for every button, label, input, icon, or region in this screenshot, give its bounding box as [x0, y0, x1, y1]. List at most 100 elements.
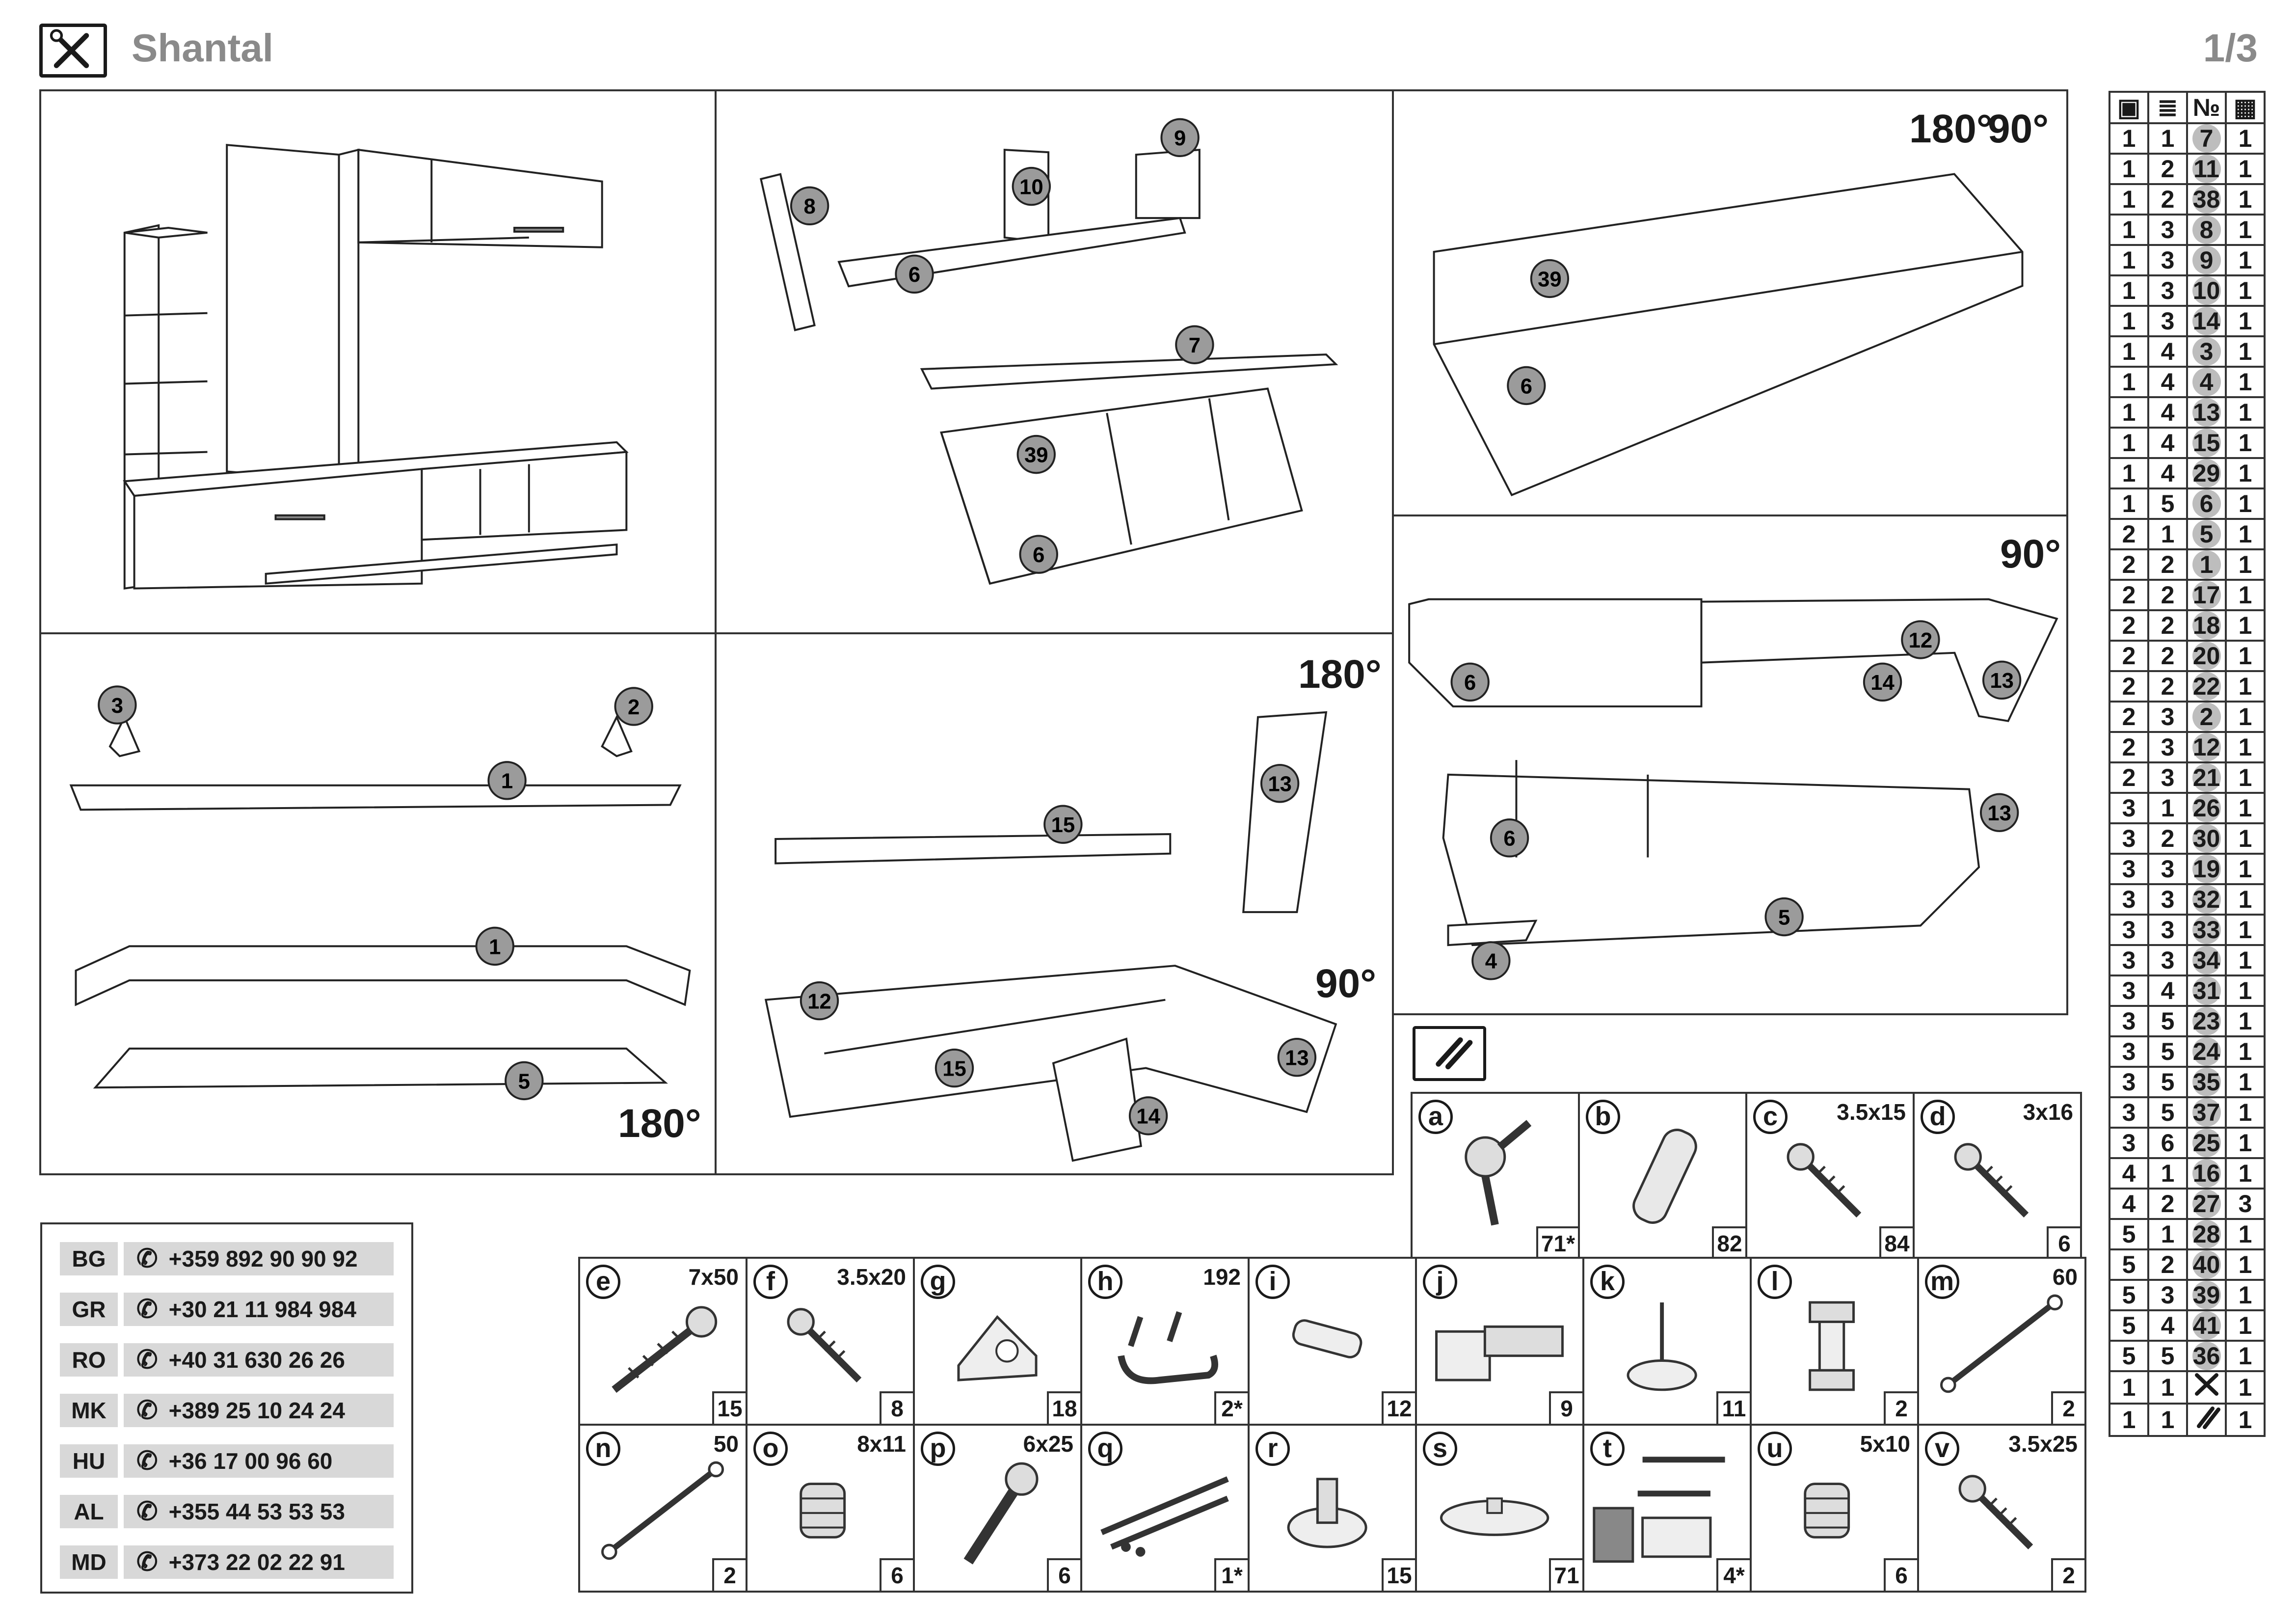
- glide-nail-icon: [1627, 1302, 1697, 1391]
- hardware-quantity: 15: [1382, 1558, 1415, 1591]
- hardware-quantity: 6: [1047, 1558, 1080, 1591]
- hardware-icon: [1413, 1026, 1486, 1081]
- part-label: 3: [111, 694, 123, 718]
- hardware-quantity: 2: [1884, 1391, 1917, 1424]
- phone-text: +389 25 10 24 24: [168, 1398, 345, 1423]
- phone-text: +30 21 11 984 984: [168, 1297, 357, 1322]
- part-label: 39: [1538, 268, 1561, 291]
- parts-cell: 5: [2147, 1096, 2188, 1129]
- rotate-indicator: 90°: [1315, 961, 1377, 1006]
- part-label: 6: [908, 263, 920, 287]
- phone-number[interactable]: ✆+359 892 90 90 92: [124, 1242, 394, 1275]
- part-number: 10: [2186, 274, 2227, 307]
- parts-cell: 1: [2225, 335, 2266, 368]
- parts-cell: 4: [2147, 1309, 2188, 1342]
- parts-cell: 1: [2109, 153, 2149, 185]
- part-number: 20: [2186, 640, 2227, 672]
- phone-number[interactable]: ✆+389 25 10 24 24: [124, 1394, 394, 1427]
- part-number: 34: [2186, 944, 2227, 976]
- part-number: 22: [2186, 670, 2227, 703]
- parts-cell: 1: [2109, 244, 2149, 276]
- bolt-icon: [963, 1462, 1039, 1565]
- hardware-quantity: 2*: [1214, 1391, 1248, 1424]
- parts-cell: 1: [2225, 305, 2266, 337]
- parts-cell: 4: [2147, 974, 2188, 1007]
- part-number: 2: [2186, 701, 2227, 733]
- parts-cell: 3: [2109, 914, 2149, 946]
- page-number: 1/3: [2203, 26, 2258, 70]
- drawer-slide-icon: [1100, 1476, 1229, 1557]
- parts-cell: 1: [2225, 761, 2266, 794]
- parts-cell: 1: [2225, 183, 2266, 216]
- parts-cell: 1: [2109, 1370, 2149, 1405]
- part-label: 2: [628, 695, 640, 719]
- phone-number[interactable]: ✆+40 31 630 26 26: [124, 1343, 394, 1377]
- hardware-size: 3.5x20: [837, 1264, 906, 1290]
- parts-cell: 3: [2147, 731, 2188, 763]
- part-number: 31: [2186, 974, 2227, 1007]
- part-number: 4: [2186, 366, 2227, 398]
- parts-cell: 1: [2225, 1248, 2266, 1281]
- parts-cell: 1: [2225, 1127, 2266, 1159]
- phone-number[interactable]: ✆+355 44 53 53 53: [124, 1495, 394, 1528]
- hardware-letter: a: [1418, 1100, 1453, 1134]
- part-label: 5: [1778, 905, 1790, 929]
- phone-number[interactable]: ✆+373 22 02 22 91: [124, 1545, 394, 1579]
- phone-text: +40 31 630 26 26: [168, 1347, 345, 1373]
- parts-cell: 5: [2109, 1218, 2149, 1250]
- hardware-quantity: 71: [1549, 1558, 1582, 1591]
- parts-cell: 4: [2147, 335, 2188, 368]
- hardware-quantity: 9: [1549, 1391, 1582, 1424]
- country-code: AL: [60, 1495, 118, 1528]
- part-number: 17: [2186, 579, 2227, 611]
- parts-cell: 1: [2109, 487, 2149, 520]
- part-number: 3: [2186, 335, 2227, 368]
- parts-cell: 1: [2147, 1218, 2188, 1250]
- parts-cell: 1: [2225, 1309, 2266, 1342]
- parts-cell: 3: [2109, 1005, 2149, 1037]
- insert-nut-icon: [800, 1483, 846, 1539]
- part-number: 38: [2186, 183, 2227, 216]
- parts-cell: 1: [2109, 274, 2149, 307]
- country-code: BG: [60, 1242, 118, 1275]
- parts-cell: 1: [2225, 396, 2266, 429]
- part-number: 30: [2186, 822, 2227, 855]
- wall-hanger-icon: [1593, 1457, 1725, 1563]
- phone-number[interactable]: ✆+30 21 11 984 984: [124, 1293, 394, 1326]
- parts-cell: 5: [2109, 1309, 2149, 1342]
- number-header: №: [2186, 91, 2227, 124]
- parts-cell: 3: [2109, 1096, 2149, 1129]
- phone-number[interactable]: ✆+36 17 00 96 60: [124, 1444, 394, 1478]
- hardware-letter: s: [1423, 1432, 1457, 1466]
- part-number: 40: [2186, 1248, 2227, 1281]
- country-code: MK: [60, 1394, 118, 1427]
- part-number: 19: [2186, 853, 2227, 885]
- part-number: 1: [2186, 548, 2227, 581]
- parts-cell: 2: [2147, 183, 2188, 216]
- part-number: 8: [2186, 214, 2227, 246]
- hardware-quantity: 2: [2051, 1558, 2084, 1591]
- part-number: 24: [2186, 1035, 2227, 1068]
- hardware-icon: [2186, 1403, 2227, 1437]
- parts-cell: 3: [2147, 274, 2188, 307]
- wood-dowel-icon: [1632, 1129, 1697, 1224]
- step-2-panel: 8 10 9 6 7 39 6: [715, 89, 1394, 634]
